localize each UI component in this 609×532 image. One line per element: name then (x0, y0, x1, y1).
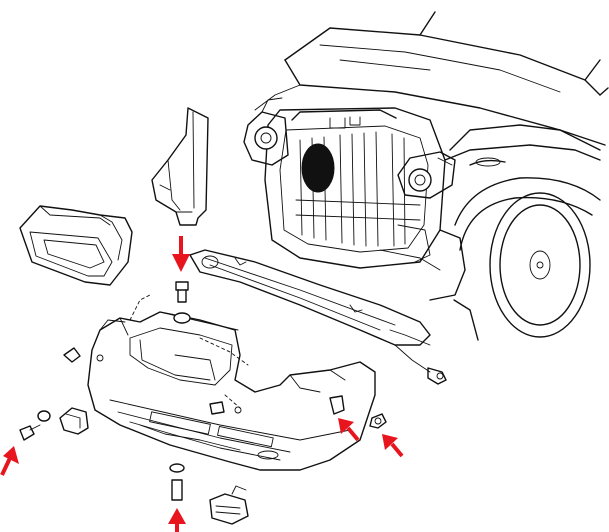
bumper-bracket (151, 107, 209, 226)
front-bumper-cover (87, 294, 376, 471)
arrow-up-bottom-left (0, 446, 19, 476)
removal-arrows (0, 236, 404, 532)
arrow-up-bottom-center (168, 508, 186, 532)
side-marker-lamp-left (59, 407, 89, 435)
vehicle-front-end (243, 11, 609, 341)
fasteners (19, 281, 387, 501)
arrow-up-left-right-nut (382, 434, 404, 458)
arrow-down-top-center (172, 236, 190, 272)
side-marker-lamp-bottom (209, 485, 249, 525)
arrow-up-left-right-bolt (338, 418, 360, 442)
fog-lamp-housing (19, 205, 133, 286)
bumper-reinforcement-bar (189, 249, 447, 385)
